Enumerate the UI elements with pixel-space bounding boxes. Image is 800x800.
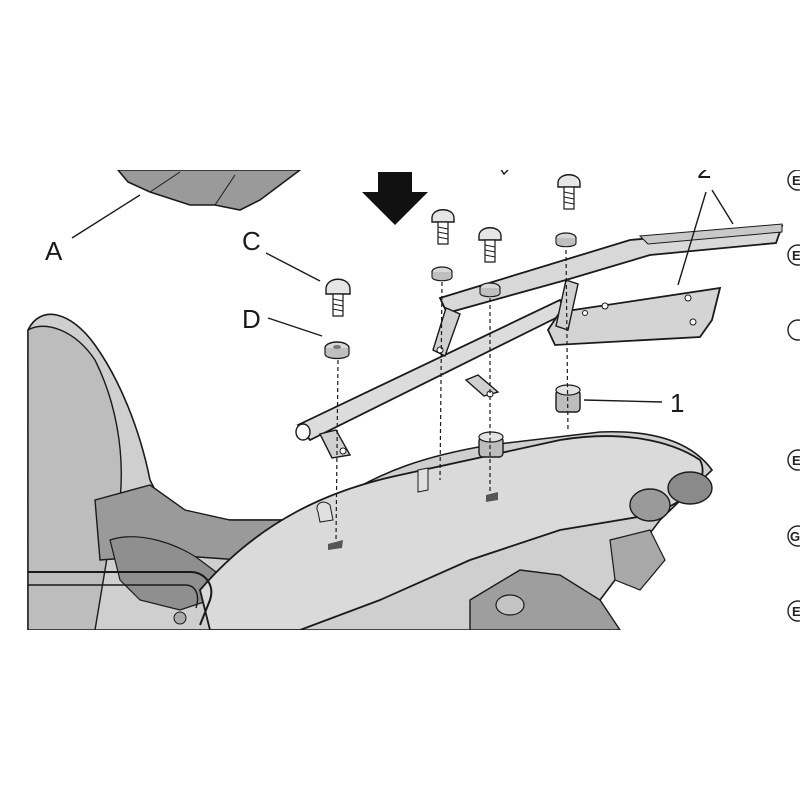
down-arrow-icon — [362, 172, 428, 225]
svg-text:E: E — [792, 248, 800, 263]
svg-text:E: E — [792, 173, 800, 188]
bolt-mid-right — [478, 227, 502, 298]
seat-part-a — [116, 170, 302, 211]
side-marker-4: E — [787, 449, 800, 471]
side-marker-3 — [787, 319, 800, 341]
svg-text:G: G — [790, 529, 800, 544]
label-c: C — [242, 226, 261, 256]
label-part-1: 1 — [670, 388, 684, 418]
side-marker-6: E — [787, 600, 800, 622]
leader-lines — [71, 189, 734, 403]
luggage-rack — [295, 223, 784, 459]
bolt-mid-left — [431, 209, 455, 282]
assembly-guide-lines — [335, 249, 569, 541]
side-markers: E E E G E — [787, 170, 800, 622]
label-a: A — [45, 236, 63, 266]
washer-d-front — [324, 341, 350, 360]
side-marker-2: E — [787, 244, 800, 266]
bolt-c-front — [325, 278, 351, 317]
motorcycle-body — [27, 313, 714, 630]
side-marker-5: G — [787, 525, 800, 547]
spacer-mid — [478, 431, 504, 458]
bolt-rear — [555, 174, 581, 248]
stray-mark — [500, 170, 509, 176]
svg-text:E: E — [792, 604, 800, 619]
label-part-2: 2 — [697, 154, 711, 184]
label-d: D — [242, 304, 261, 334]
side-marker-1: E — [787, 170, 800, 191]
svg-text:E: E — [792, 453, 800, 468]
